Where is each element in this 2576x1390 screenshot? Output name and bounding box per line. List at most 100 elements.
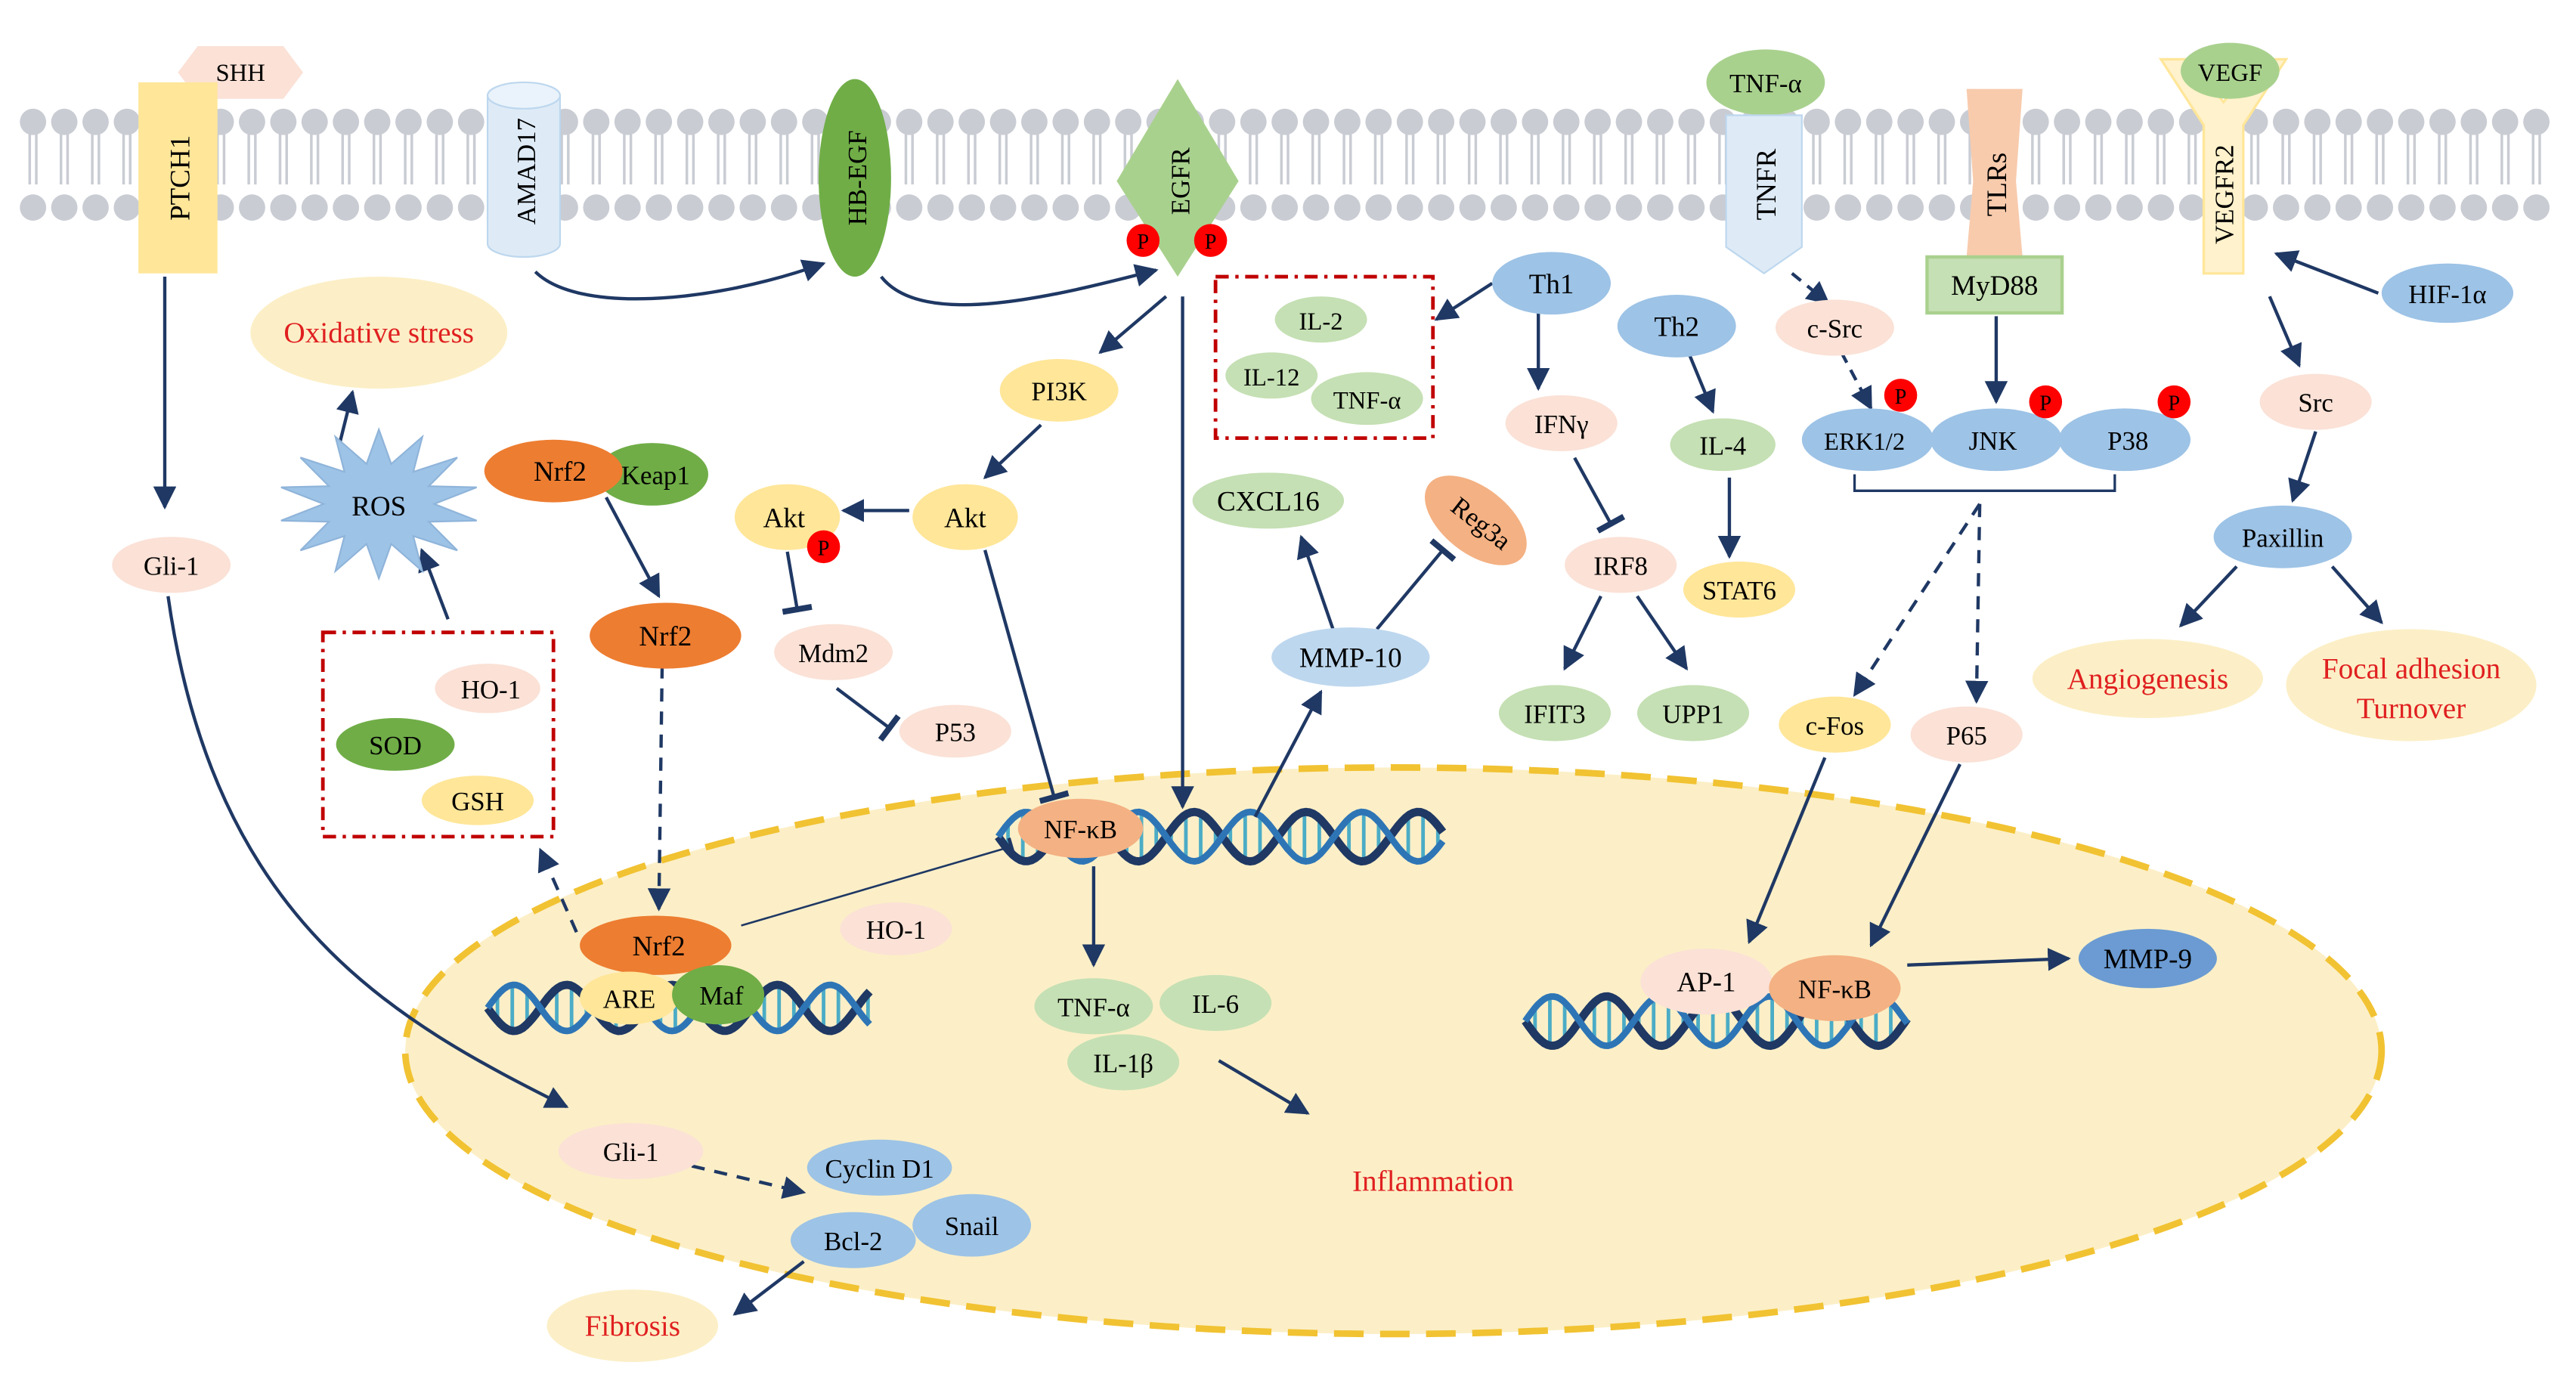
- lipid-head: [113, 108, 141, 135]
- th2-label: Th2: [1654, 311, 1699, 342]
- vegfr2-label: VEGFR2: [2210, 144, 2240, 244]
- lipid-head: [1302, 108, 1330, 135]
- lipid-head: [2085, 194, 2112, 221]
- p38-node: [2058, 408, 2191, 472]
- nfkb-right-label: NF-κB: [1798, 974, 1872, 1004]
- lipid-head: [958, 194, 986, 221]
- lipid-head: [927, 194, 954, 221]
- myd88-node: [1925, 255, 2064, 315]
- src-label: Src: [2298, 389, 2333, 418]
- lipid-head: [1584, 108, 1612, 135]
- lipid-head: [739, 194, 766, 221]
- phospho-egfr-right-label: P: [1205, 231, 1217, 254]
- hif1a-node: [2381, 263, 2514, 324]
- lipid-head: [1522, 108, 1549, 135]
- bcl2-node: [790, 1212, 916, 1268]
- amad17-cap: [486, 81, 562, 110]
- lipid-head: [333, 108, 360, 135]
- lipid-head: [677, 108, 704, 135]
- nrf2-cytoplasm-label: Nrf2: [639, 621, 692, 652]
- lipid-head: [1491, 194, 1517, 221]
- il4-label: IL-4: [1699, 431, 1746, 460]
- lipid-head: [646, 194, 673, 221]
- lipid-head: [1396, 194, 1423, 221]
- lipid-head: [1928, 108, 1955, 135]
- lipid-head: [1584, 194, 1612, 221]
- erk12-node: [1801, 408, 1934, 472]
- p53-label: P53: [935, 718, 976, 748]
- lipid-head: [2367, 108, 2394, 135]
- cxcl16-label: CXCL16: [1217, 486, 1320, 517]
- lipid-head: [2398, 108, 2425, 135]
- tlrs-receptor: [1966, 88, 2023, 257]
- lipid-head: [395, 194, 422, 221]
- lipid-head: [1647, 194, 1673, 221]
- phospho-akt-label: P: [818, 537, 830, 560]
- il1b-node: [1067, 1034, 1180, 1091]
- snail-node: [912, 1193, 1032, 1257]
- tnfa-nucleus-label: TNF-α: [1057, 992, 1130, 1022]
- shh-label: SHH: [216, 60, 265, 87]
- lipid-head: [426, 194, 454, 221]
- gli1-nucleus-node: [558, 1123, 704, 1180]
- pi3k-label: PI3K: [1031, 376, 1087, 406]
- gli1-cytoplasm-label: Gli-1: [144, 551, 200, 580]
- lipid-head: [1897, 108, 1924, 135]
- lipid-head: [2523, 108, 2550, 135]
- lipid-head: [51, 194, 78, 221]
- lipid-head: [2147, 194, 2175, 221]
- ptch1-label: PTCH1: [166, 135, 197, 221]
- nrf2-keap1-label: Nrf2: [534, 457, 587, 488]
- nrf2-nucleus-label: Nrf2: [633, 931, 686, 962]
- lipid-head: [364, 194, 391, 221]
- lipid-head: [113, 194, 141, 221]
- lipid-head: [2398, 194, 2425, 221]
- lipid-head: [1647, 108, 1673, 135]
- mmp10-label: MMP-10: [1299, 642, 1402, 673]
- lipid-head: [1678, 108, 1705, 135]
- tnfa-box-node: [1311, 372, 1423, 426]
- ho1-nucleus-label: HO-1: [866, 915, 926, 945]
- lipid-head: [1271, 108, 1299, 135]
- lipid-head: [2460, 194, 2488, 221]
- lipid-head: [2054, 194, 2081, 221]
- dna-strand: [1522, 992, 1910, 1049]
- akt-node: [912, 484, 1018, 550]
- lipid-head: [2335, 108, 2362, 135]
- lipid-head: [677, 194, 704, 221]
- lipid-head: [82, 108, 109, 135]
- lipid-head: [2491, 108, 2519, 135]
- lipid-head: [770, 194, 797, 221]
- irf8-label: IRF8: [1593, 551, 1648, 580]
- focal-adhesion-outcome: [2286, 629, 2537, 741]
- lipid-head: [1083, 194, 1110, 221]
- lipid-head: [2491, 194, 2519, 221]
- lipid-head: [1678, 194, 1705, 221]
- tnfr-label: TNFR: [1751, 148, 1782, 220]
- focal-adhesion-label-2: Turnover: [2357, 692, 2466, 725]
- ho1-nucleus-node: [840, 902, 952, 955]
- gli1-nucleus-label: Gli-1: [603, 1138, 659, 1167]
- lipid-head: [239, 194, 265, 221]
- cyclind1-node: [807, 1139, 952, 1196]
- il6-node: [1160, 974, 1272, 1031]
- tnfr-receptor: [1725, 114, 1803, 275]
- lipid-head: [301, 108, 328, 135]
- lipid-head: [1115, 108, 1142, 135]
- lipid-head: [1240, 108, 1267, 135]
- lipid-head: [2022, 108, 2049, 135]
- csrc-label: c-Src: [1807, 314, 1863, 344]
- lipid-head: [1803, 194, 1830, 221]
- tlrs-label: TLRs: [1982, 153, 2013, 216]
- lipid-head: [989, 194, 1017, 221]
- cxcl16-node: [1192, 472, 1345, 529]
- cytokine-box: [1213, 274, 1435, 440]
- angiogenesis-label: Angiogenesis: [2067, 663, 2229, 695]
- tnfa-ligand: [1706, 49, 1825, 116]
- lipid-head: [239, 108, 265, 135]
- phospho-erk12: [1884, 379, 1918, 412]
- lipid-head: [20, 108, 47, 135]
- src-node: [2259, 373, 2372, 430]
- lipid-head: [1052, 108, 1079, 135]
- hif1a-label: HIF-1α: [2408, 280, 2486, 309]
